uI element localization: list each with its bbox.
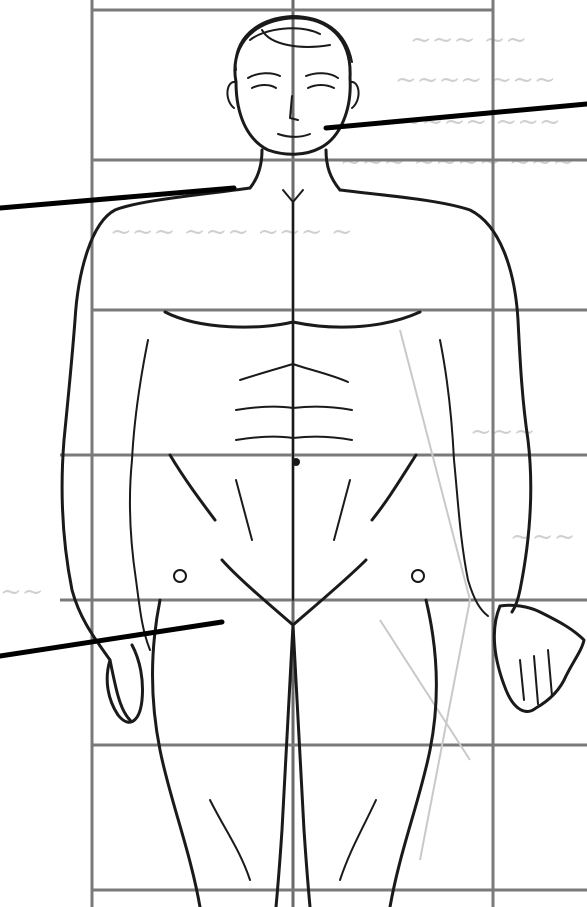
svg-text:~~~~ ~~~: ~~~~ ~~~ bbox=[395, 65, 556, 95]
right-shoulder-arm bbox=[340, 190, 531, 612]
construction-lines bbox=[380, 330, 470, 860]
svg-text:~~~ ~~: ~~~ ~~ bbox=[410, 25, 527, 55]
neck bbox=[250, 150, 340, 190]
left-leg bbox=[153, 600, 201, 907]
right-hand-fingers bbox=[520, 650, 552, 704]
right-hip-mark bbox=[412, 570, 424, 582]
left-inner-arm bbox=[130, 340, 150, 650]
inner-leg-left bbox=[276, 625, 293, 907]
pointer-line-neck bbox=[0, 188, 234, 208]
svg-text:~~: ~~ bbox=[0, 577, 44, 607]
svg-text:~~~: ~~~ bbox=[510, 522, 575, 552]
pointer-line-groin bbox=[0, 622, 222, 656]
svg-text:~~~ ~~~ ~~~ ~: ~~~ ~~~ ~~~ ~ bbox=[110, 217, 353, 247]
inner-leg-right bbox=[293, 625, 310, 907]
svg-text:~~~ ~~~~ ~~~: ~~~ ~~~~ ~~~ bbox=[340, 147, 574, 177]
right-hand bbox=[494, 605, 584, 711]
left-hip-mark bbox=[174, 570, 186, 582]
